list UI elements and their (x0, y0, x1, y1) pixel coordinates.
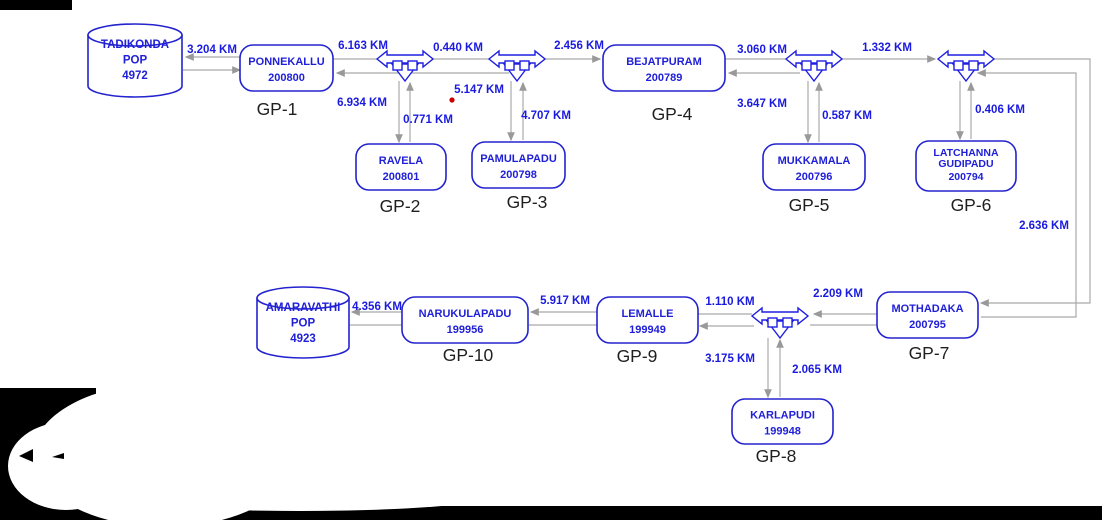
cursor-artifact (19, 449, 33, 462)
distance-label: 5.917 KM (540, 295, 590, 307)
gp-number-label: GP-3 (507, 192, 548, 212)
junction-2 (487, 49, 547, 83)
distance-label: 1.332 KM (862, 42, 912, 54)
junction-5 (750, 306, 810, 340)
distance-label: 0.440 KM (433, 42, 483, 54)
gp-number-label: GP-7 (909, 343, 950, 363)
distance-label: 2.065 KM (792, 364, 842, 376)
edge-mothadaka-return-rightedge (976, 69, 1077, 318)
gp-number-label: GP-2 (380, 196, 421, 216)
distance-label: 4.356 KM (352, 301, 402, 313)
gp-number-label: GP-4 (652, 104, 693, 124)
distance-label: 3.175 KM (705, 353, 755, 365)
distance-label: 0.771 KM (403, 114, 453, 126)
cursor-artifact (52, 453, 64, 459)
junction-1 (375, 49, 435, 83)
distance-label: 4.707 KM (521, 110, 571, 122)
distance-label: 0.587 KM (822, 110, 872, 122)
edge-j4-to-mothadaka-rightedge (979, 58, 1091, 307)
distance-label: 0.406 KM (975, 104, 1025, 116)
distance-label: 1.110 KM (705, 296, 754, 308)
distance-label: 5.147 KM (454, 84, 504, 96)
distance-label: 3.647 KM (737, 98, 787, 110)
gp-number-label: GP-8 (756, 446, 797, 466)
gp-number-label: GP-5 (789, 195, 830, 215)
distance-label: 6.934 KM (337, 97, 387, 109)
gp-number-label: GP-1 (257, 99, 298, 119)
gp-number-label: GP-6 (951, 195, 992, 215)
distance-label: 3.204 KM (187, 44, 237, 56)
distance-label: 2.636 KM (1019, 220, 1069, 232)
red-annotation-dot (449, 97, 455, 103)
junction-4 (936, 49, 996, 83)
gp-number-label: GP-10 (443, 345, 494, 365)
distance-label: 2.209 KM (813, 288, 863, 300)
gp-number-label: GP-9 (617, 346, 658, 366)
distance-label: 6.163 KM (338, 40, 388, 52)
junction-3 (784, 49, 844, 83)
distance-label: 2.456 KM (554, 40, 604, 52)
distance-label: 3.060 KM (737, 44, 787, 56)
